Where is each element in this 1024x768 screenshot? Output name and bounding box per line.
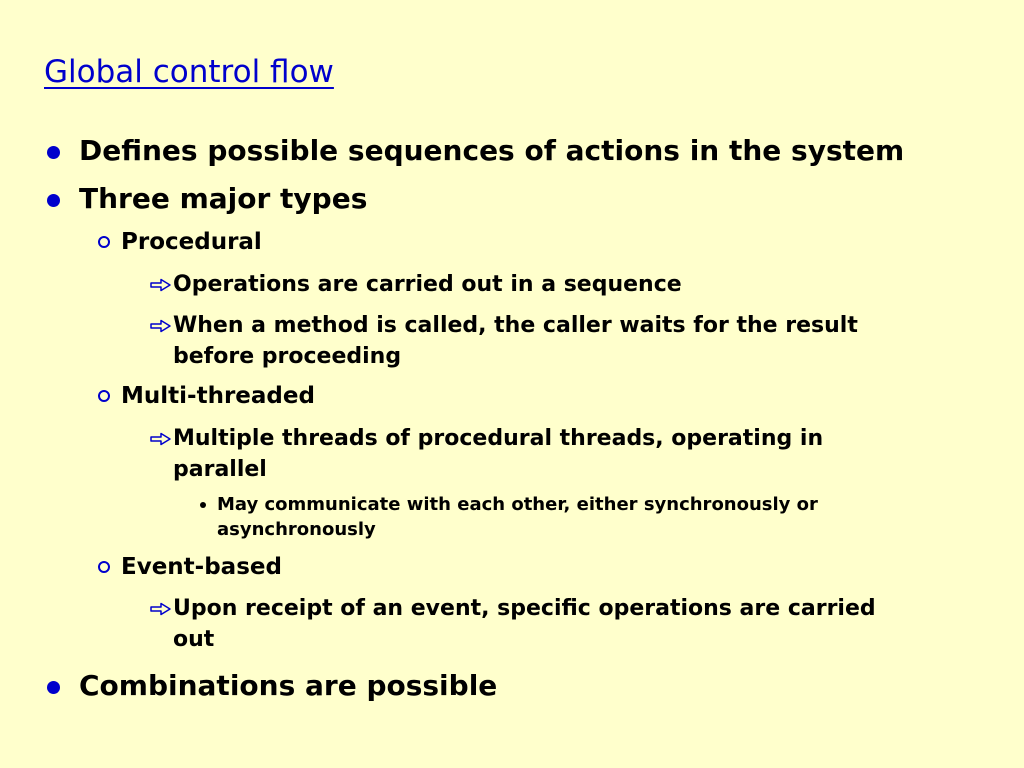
point-text: When a method is called, the caller wait… [173,313,858,338]
point-text-continuation: parallel [173,457,267,482]
point-text-continuation: out [173,627,215,652]
filled-circle-bullet-icon [47,194,60,207]
point-text: Operations are carried out in a sequence [173,272,682,297]
subpoint-text: May communicate with each other, either … [217,494,818,515]
bullet-text: Defines possible sequences of actions in… [79,134,905,167]
subheading-text: Event-based [121,554,282,580]
outline-arrow-bullet-icon [150,319,171,333]
subheading-text: Procedural [121,229,262,255]
outline-arrow-bullet-icon [150,602,171,616]
filled-circle-bullet-icon [47,681,60,694]
bullet-text: Three major types [79,182,368,215]
hollow-circle-bullet-icon [98,236,110,248]
point-text-continuation: before proceeding [173,344,402,369]
bullet-text: Combinations are possible [79,669,498,702]
outline-arrow-bullet-icon [150,278,171,292]
slide-title: Global control flow [44,54,334,90]
filled-circle-bullet-icon [47,146,60,159]
outline-arrow-bullet-icon [150,432,171,446]
point-text: Multiple threads of procedural threads, … [173,426,824,451]
hollow-circle-bullet-icon [98,561,110,573]
subheading-text: Multi-threaded [121,383,315,409]
small-dot-bullet-icon [200,502,206,508]
subpoint-text-continuation: asynchronously [217,519,376,540]
point-text: Upon receipt of an event, specific opera… [173,596,876,621]
hollow-circle-bullet-icon [98,390,110,402]
